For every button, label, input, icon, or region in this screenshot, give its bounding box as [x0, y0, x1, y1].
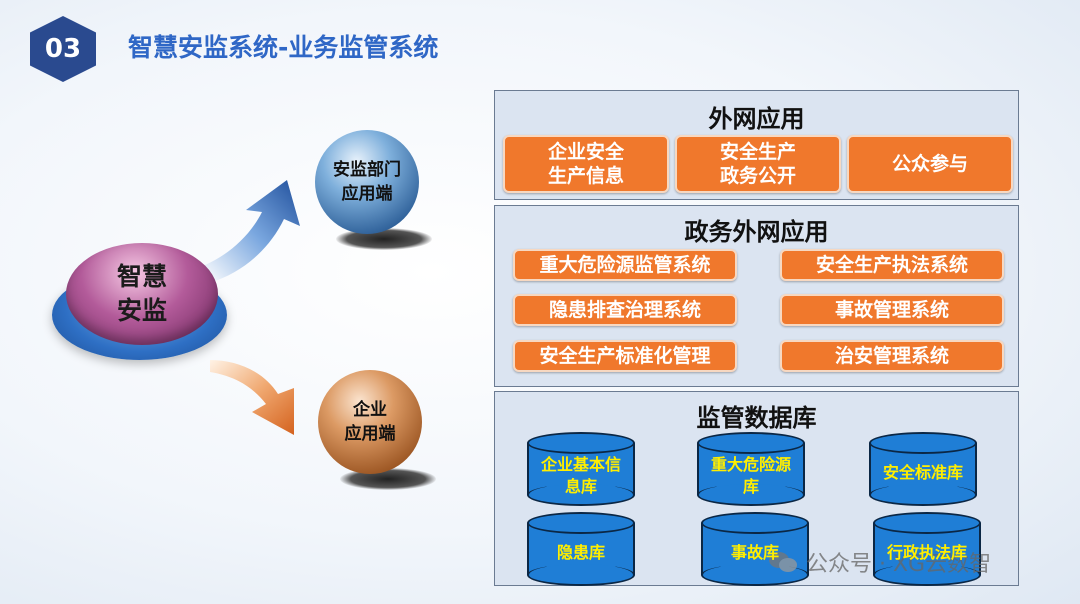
db-label-line1: 隐患库	[556, 543, 605, 562]
button-line2: 政务公开	[719, 165, 796, 187]
standardization-button[interactable]: 安全生产标准化管理	[513, 340, 737, 372]
db-label-line1: 行政执法库	[886, 543, 967, 562]
gov-apps-title: 政务外网应用	[684, 218, 829, 246]
db-label-line2: 库	[742, 477, 759, 496]
gov-apps-panel: 政务外网应用 重大危险源监管系统 安全生产执法系统 隐患排查治理系统 事故管理系…	[494, 205, 1019, 387]
watermark: 公众号 · XG云数智	[768, 546, 991, 578]
external-apps-panel: 外网应用 企业安全 生产信息 安全生产 政务公开 公众参与	[494, 90, 1019, 200]
hub-line1: 智慧	[116, 262, 167, 291]
flow-diagram: 智慧 安监 安监部门 应用端 企业 应用端	[0, 0, 480, 604]
section-number: 03	[44, 34, 82, 64]
watermark-text: 公众号 · XG云数智	[806, 552, 992, 577]
db-label-line2: 息库	[564, 477, 597, 496]
safety-gov-disclosure-button[interactable]: 安全生产 政务公开	[675, 135, 841, 193]
arrow-up-icon	[205, 180, 300, 282]
db-cylinder[interactable]: 事故库	[701, 512, 809, 586]
supervision-db-panel: 监管数据库 企业基本信息库 重大危险源库 安全标准库 隐患库 事故库 行政执法库	[494, 391, 1019, 586]
section-number-badge: 03	[30, 16, 96, 82]
enterprise-safety-info-button[interactable]: 企业安全 生产信息	[503, 135, 669, 193]
button-line1: 公众参与	[891, 153, 968, 175]
public-security-system-button[interactable]: 治安管理系统	[780, 340, 1004, 372]
db-cylinder[interactable]: 企业基本信息库	[527, 432, 635, 506]
hub-node: 智慧 安监	[66, 243, 218, 345]
enterprise-node: 企业 应用端	[318, 370, 422, 474]
enterprise-line1: 企业	[353, 400, 387, 420]
supervision-line2: 应用端	[341, 184, 393, 204]
law-enforcement-system-button[interactable]: 安全生产执法系统	[780, 249, 1004, 281]
db-label-line1: 事故库	[730, 543, 779, 562]
button-line1: 安全生产	[719, 141, 796, 163]
supervision-line1: 安监部门	[333, 160, 401, 180]
enterprise-line2: 应用端	[344, 424, 396, 444]
db-label-line1: 企业基本信	[540, 455, 621, 474]
arrow-down-icon	[210, 360, 294, 435]
wechat-icon	[769, 552, 797, 572]
accident-system-button[interactable]: 事故管理系统	[780, 294, 1004, 326]
db-cylinder[interactable]: 安全标准库	[869, 432, 977, 506]
button-line1: 企业安全	[547, 141, 624, 163]
hazard-check-system-button[interactable]: 隐患排查治理系统	[513, 294, 737, 326]
public-participation-button[interactable]: 公众参与	[847, 135, 1013, 193]
page-title: 智慧安监系统-业务监管系统	[128, 33, 439, 62]
supervision-node: 安监部门 应用端	[315, 130, 419, 234]
hub-line2: 安监	[116, 296, 167, 325]
button-line2: 生产信息	[547, 165, 624, 187]
db-cylinder[interactable]: 行政执法库	[873, 512, 981, 586]
arrows-layer	[205, 180, 300, 435]
db-label-line1: 重大危险源	[710, 455, 791, 474]
db-cylinder[interactable]: 重大危险源库	[697, 432, 805, 506]
supervision-db-title: 监管数据库	[696, 404, 817, 432]
db-label-line1: 安全标准库	[882, 463, 963, 482]
db-cylinder[interactable]: 隐患库	[527, 512, 635, 586]
hazard-source-system-button[interactable]: 重大危险源监管系统	[513, 249, 737, 281]
external-apps-title: 外网应用	[708, 105, 805, 133]
